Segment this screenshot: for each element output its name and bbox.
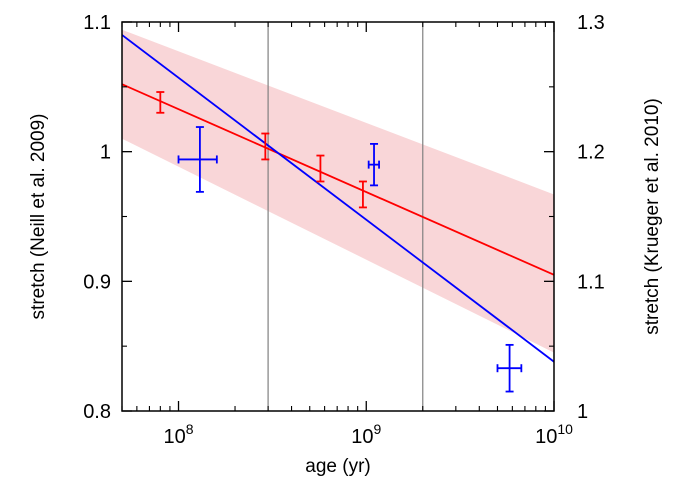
y-left-tick-label-1: 0.9 xyxy=(83,271,111,293)
x-tick-exponent: 9 xyxy=(373,421,381,437)
data-point-0-2 xyxy=(316,154,325,183)
x-tick-label-0: 108 xyxy=(163,421,193,448)
fit-line-0 xyxy=(121,83,555,276)
y-left-tick-label-0: 0.8 xyxy=(83,401,111,423)
data-point-1-0 xyxy=(177,126,218,193)
y-axis-right-label: stretch (Krueger et al. 2010) xyxy=(642,98,663,335)
data-points-layer xyxy=(156,91,523,393)
data-point-0-3 xyxy=(358,180,367,209)
y-right-tick-label-1: 1.1 xyxy=(577,271,605,293)
confidence-band-0 xyxy=(122,29,554,353)
y-right-tick-label-2: 1.2 xyxy=(577,142,605,164)
y-right-tick-label-3: 1.3 xyxy=(577,12,605,34)
x-tick-exponent: 10 xyxy=(557,421,573,437)
y-left-tick-label-3: 1.1 xyxy=(83,12,111,34)
y-left-tick-label-2: 1 xyxy=(100,142,111,164)
data-point-1-1 xyxy=(367,142,380,187)
fit-lines-layer xyxy=(121,34,555,363)
fit-line-1 xyxy=(121,34,555,363)
confidence-band-layer xyxy=(122,29,554,353)
y-axis-left-label: stretch (Neill et al. 2009) xyxy=(28,114,49,320)
x-tick-label-2: 1010 xyxy=(535,421,573,448)
x-tick-exponent: 8 xyxy=(186,421,194,437)
x-axis-label: age (yr) xyxy=(305,456,370,477)
x-tick-label-1: 109 xyxy=(351,421,381,448)
y-right-tick-label-0: 1 xyxy=(577,401,588,423)
data-point-0-1 xyxy=(261,132,270,161)
data-point-0-0 xyxy=(156,91,165,114)
data-point-1-2 xyxy=(496,343,523,393)
